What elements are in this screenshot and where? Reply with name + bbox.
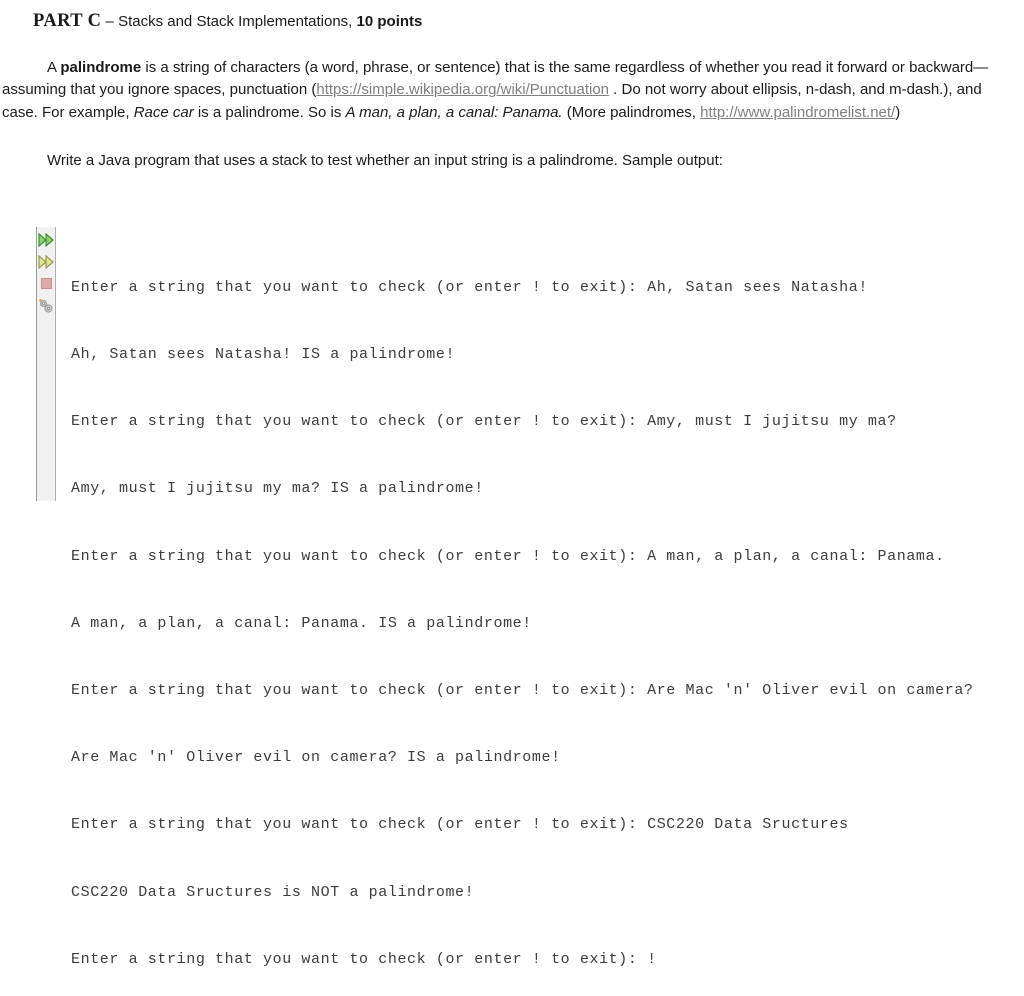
stop-button[interactable]	[37, 275, 55, 292]
palindrome-term: palindrome	[60, 59, 142, 76]
console-line: Enter a string that you want to check (o…	[71, 547, 945, 565]
panama-example: A man, a plan, a canal: Panama.	[345, 103, 563, 121]
console-line: Enter a string that you want to check (o…	[71, 950, 657, 968]
console-line: A man, a plan, a canal: Panama. IS a pal…	[71, 614, 532, 632]
task-paragraph: Write a Java program that uses a stack t…	[47, 152, 723, 170]
console-line: Are Mac 'n' Oliver evil on camera? IS a …	[71, 749, 561, 767]
console-output-panel: Enter a string that you want to check (o…	[36, 227, 1024, 968]
console-line: CSC220 Data Sructures is NOT a palindrom…	[71, 883, 475, 901]
console-line: Ah, Satan sees Natasha! IS a palindrome!	[71, 346, 456, 364]
points-label: 10 points	[356, 13, 423, 30]
console-line: Enter a string that you want to check (o…	[71, 278, 868, 296]
stop-square-icon	[40, 278, 52, 289]
intro-text: A	[47, 59, 61, 76]
intro-text: . Do not worry about ellipsis, n-dash, a…	[2, 81, 982, 121]
rerun-button[interactable]	[37, 231, 55, 248]
rerun-alt-button[interactable]	[37, 253, 55, 270]
intro-text: is a palindrome. So is	[193, 103, 346, 121]
settings-button[interactable]	[37, 297, 55, 314]
part-c-label: PART C	[33, 11, 102, 31]
gears-icon	[39, 298, 53, 313]
console-line: Enter a string that you want to check (o…	[71, 816, 849, 834]
console-line: Amy, must I jujitsu my ma? IS a palindro…	[71, 480, 484, 498]
yellow-double-arrow-icon	[38, 254, 54, 269]
intro-text: is a string of characters (a word, phras…	[2, 59, 989, 99]
title-rest: – Stacks and Stack Implementations,	[101, 13, 357, 30]
intro-text: (More palindromes,	[562, 103, 701, 121]
intro-text: )	[895, 103, 901, 121]
console-line: Enter a string that you want to check (o…	[71, 413, 897, 431]
green-double-arrow-icon	[38, 232, 54, 247]
intro-paragraph: A palindrome is a string of characters (…	[2, 57, 998, 124]
page-title: PART C – Stacks and Stack Implementation…	[33, 11, 998, 32]
console-line: Enter a string that you want to check (o…	[71, 682, 974, 700]
console-toolbar	[36, 227, 56, 501]
palindromelist-link[interactable]: http://www.palindromelist.net/	[700, 103, 896, 121]
race-car-example: Race car	[133, 103, 194, 121]
console-text-area[interactable]: Enter a string that you want to check (o…	[56, 227, 1024, 996]
wikipedia-punctuation-link[interactable]: https://simple.wikipedia.org/wiki/Punctu…	[316, 81, 609, 99]
